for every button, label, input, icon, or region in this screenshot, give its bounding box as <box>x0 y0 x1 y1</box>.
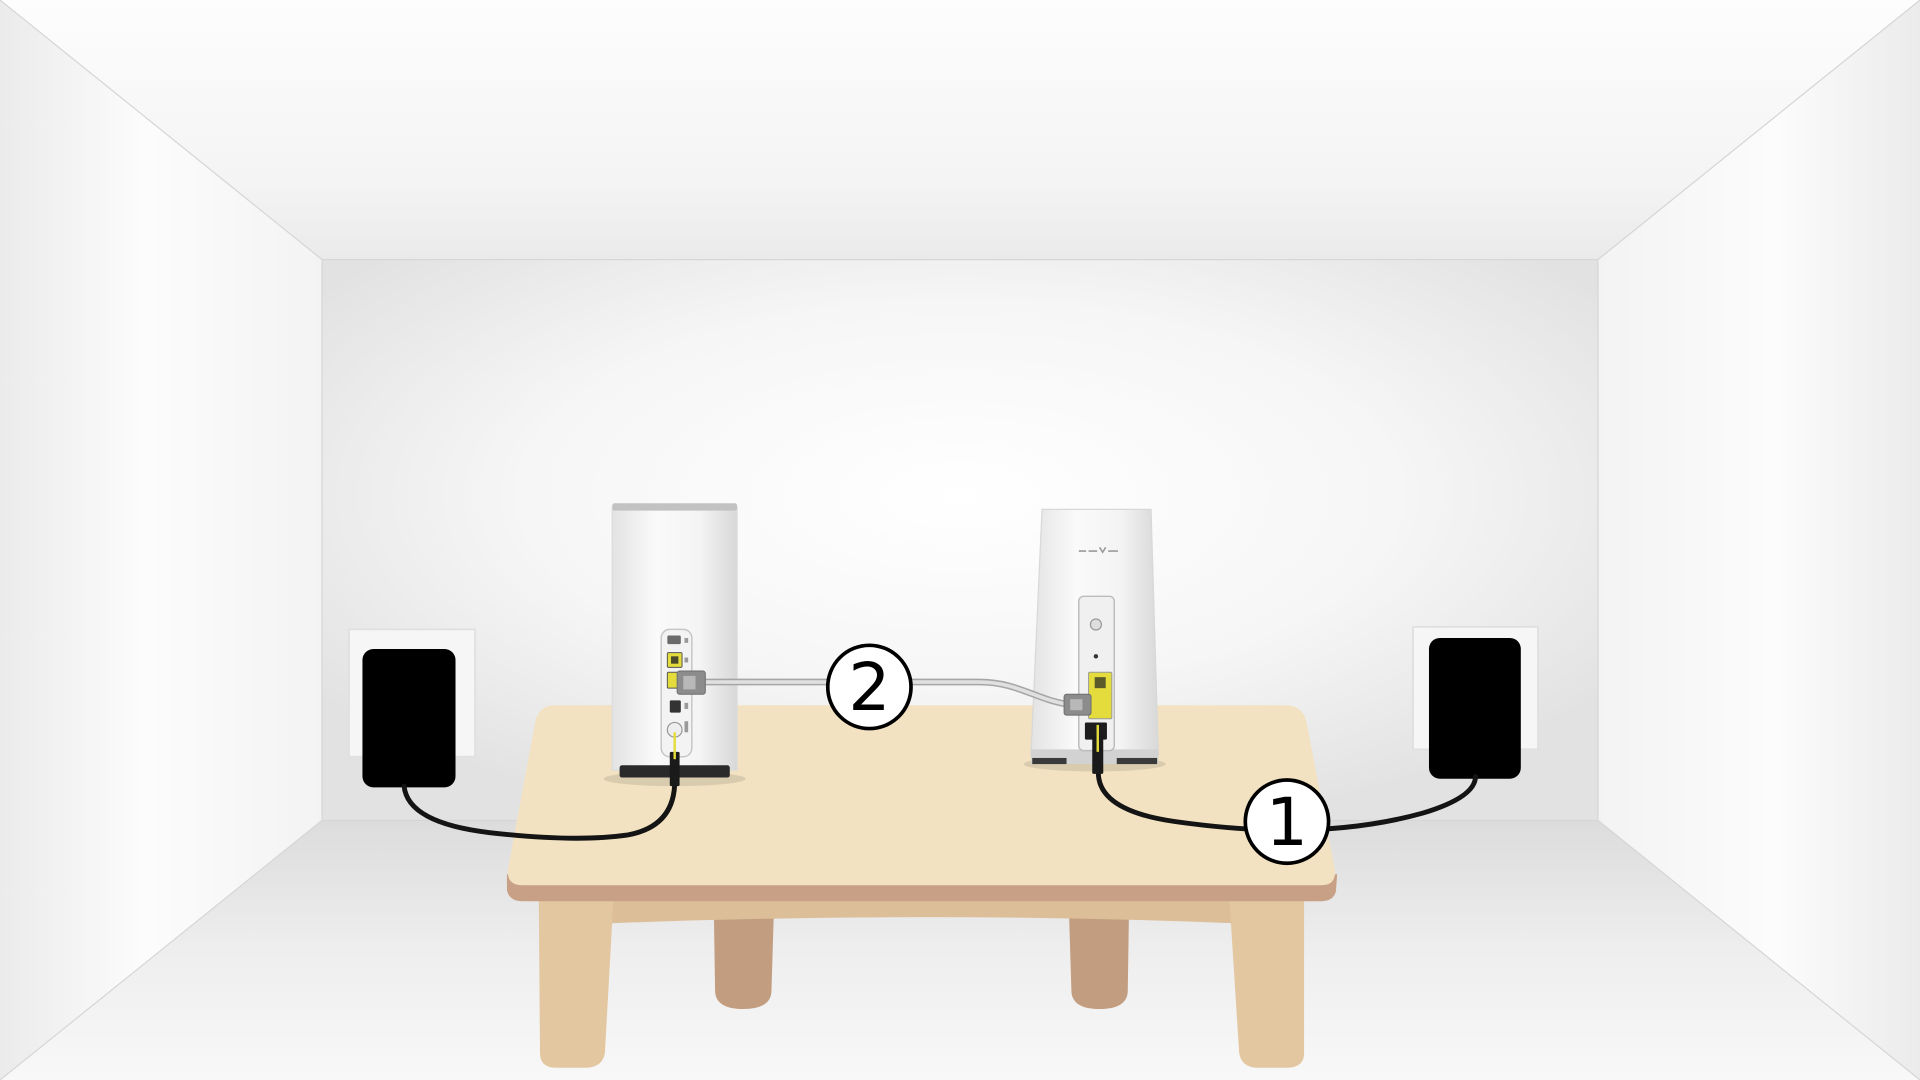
table-leg-back-left <box>713 911 774 1009</box>
port-labels <box>684 637 689 733</box>
phone-port <box>669 700 681 713</box>
ethernet-cable <box>676 670 1092 716</box>
right-router-foot-right <box>1116 757 1158 765</box>
right-ethernet-port-1-socket <box>1094 677 1106 689</box>
usb-port <box>667 635 681 645</box>
right-power-plug <box>1092 734 1104 774</box>
left-power-cable <box>401 732 680 841</box>
table-leg-front-right <box>1229 898 1305 1068</box>
table-leg-front-left <box>538 898 614 1068</box>
step-marker-2-circle <box>825 643 913 731</box>
ethernet-plug-right-detail <box>1070 699 1083 711</box>
left-wall <box>0 0 323 1080</box>
table-apron <box>575 898 1268 924</box>
step-marker-1-label: 1 <box>1266 784 1308 861</box>
right-router <box>1023 508 1166 772</box>
ceiling <box>0 0 1920 260</box>
floor <box>0 820 1920 1080</box>
step-marker-1: 1 <box>1243 778 1331 866</box>
step-marker-2: 2 <box>825 643 913 731</box>
ethernet-port-1-socket <box>671 656 679 664</box>
right-power-outlet <box>1412 626 1539 779</box>
step-marker-1-circle <box>1243 778 1331 866</box>
router-brand-logo <box>1078 546 1118 554</box>
right-power-plug-accent <box>1096 724 1099 752</box>
right-wall <box>1597 0 1920 1080</box>
table-leg-back-right <box>1068 911 1129 1009</box>
ethernet-plug-left-detail <box>683 675 696 690</box>
left-power-plug-accent <box>673 732 676 760</box>
status-dot <box>1093 654 1099 659</box>
step-marker-2-label: 2 <box>848 649 890 726</box>
left-router-top-rim <box>612 503 738 511</box>
left-router <box>603 503 746 787</box>
ethernet-cable-core <box>702 680 1069 706</box>
left-power-plug <box>669 751 680 787</box>
right-power-adapter <box>1428 637 1521 779</box>
right-router-foot-left <box>1032 757 1067 765</box>
left-power-adapter <box>362 648 456 788</box>
reset-button <box>1089 618 1103 631</box>
left-power-cable-wire <box>401 776 678 841</box>
left-power-outlet <box>348 628 477 788</box>
